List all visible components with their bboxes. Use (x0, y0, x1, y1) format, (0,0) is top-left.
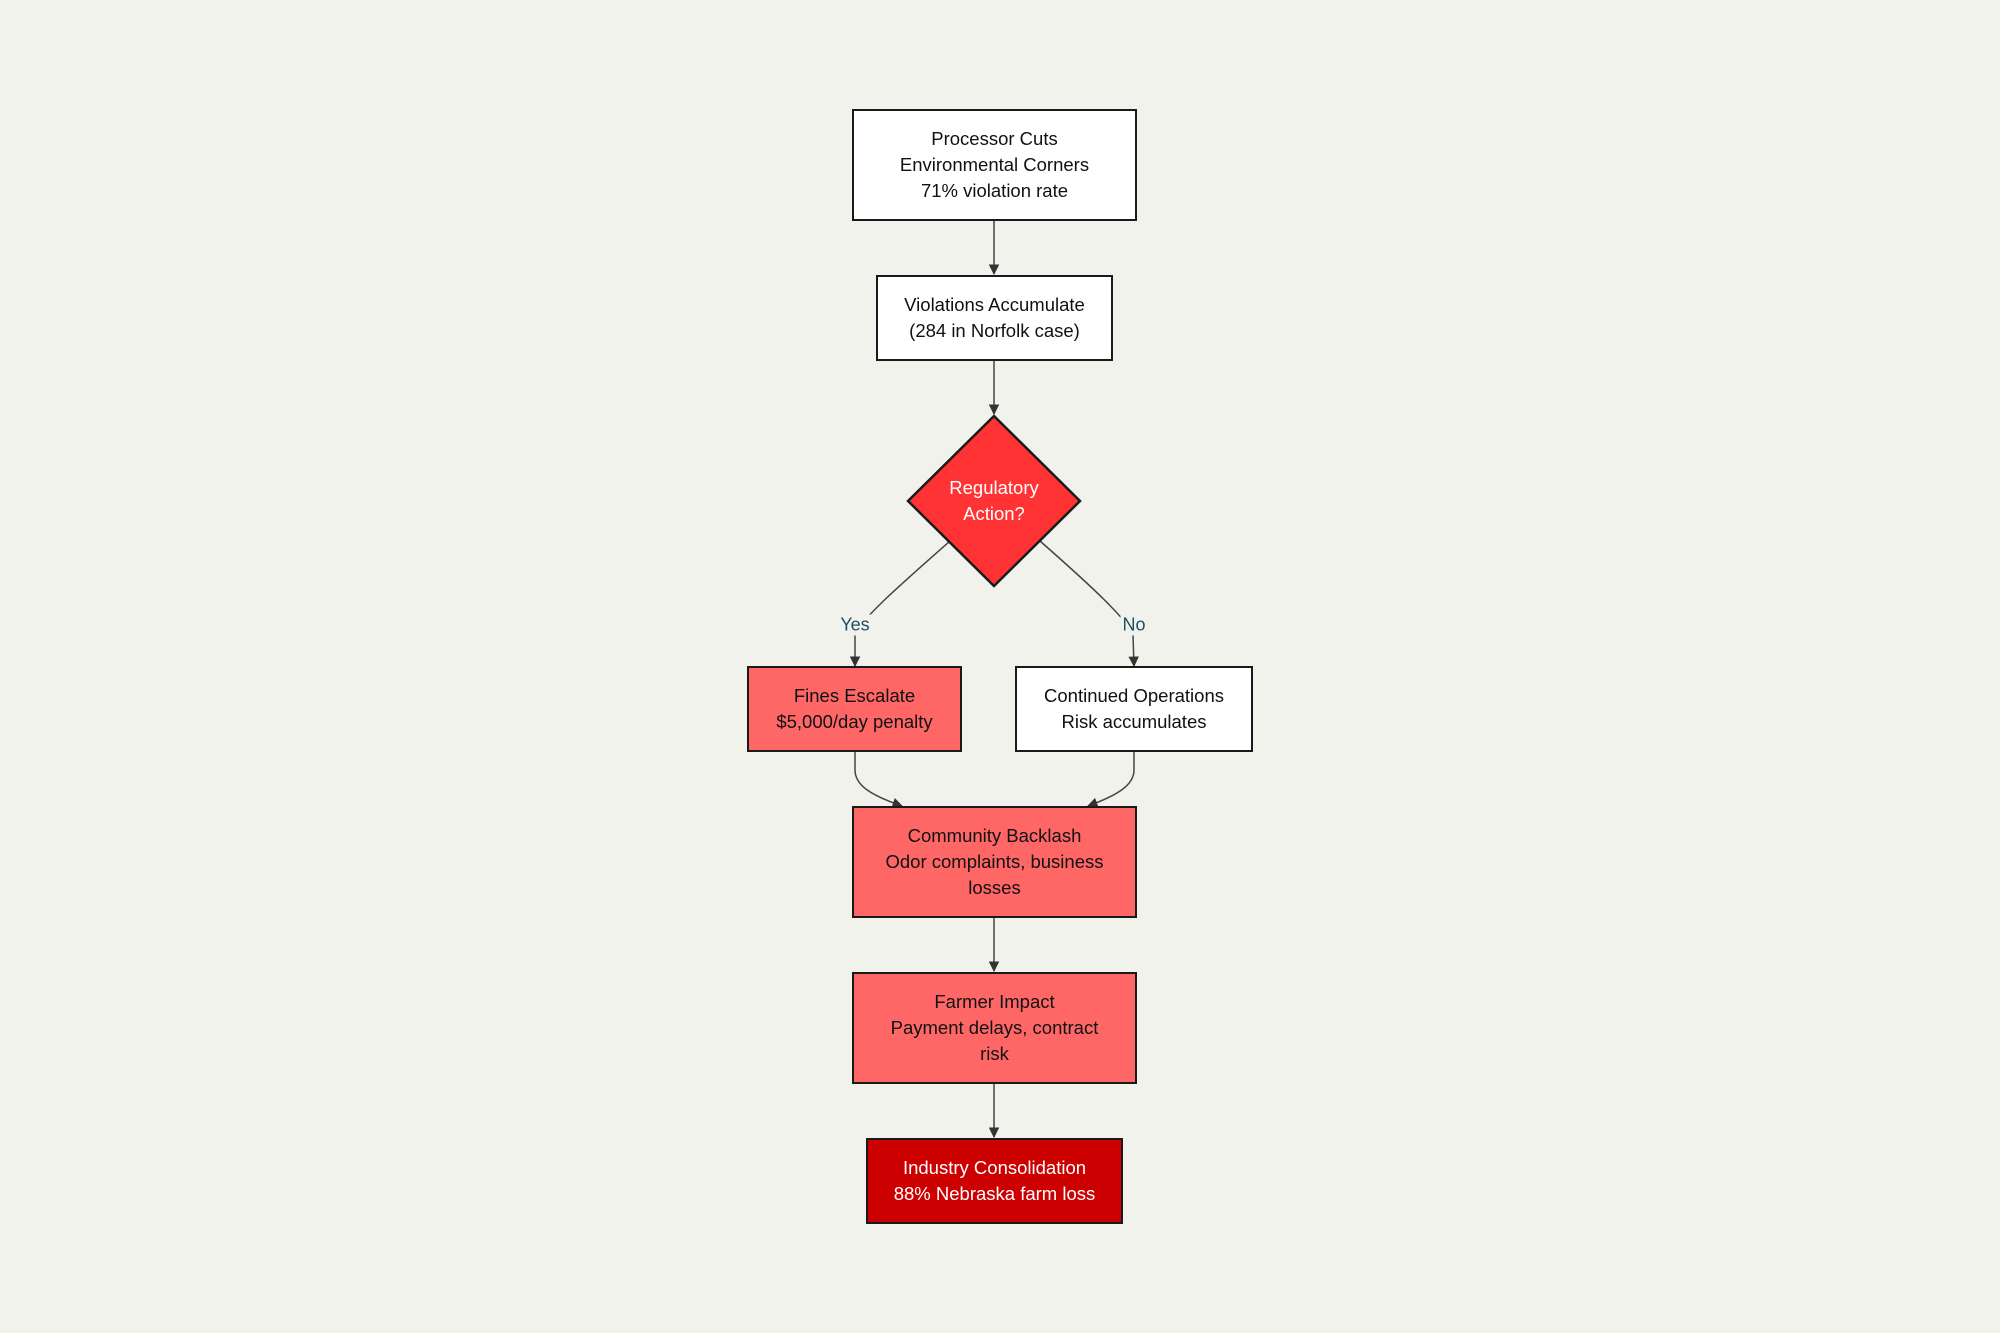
node-processor-cuts-line-3: 71% violation rate (920, 180, 1069, 201)
node-processor-cuts-line-2: Environmental Corners (899, 154, 1090, 175)
node-backlash-line-3: losses (968, 877, 1021, 898)
node-backlash-line-1: Community Backlash (907, 825, 1082, 846)
edge-regulatory-to-fines (849, 540, 951, 668)
node-regulatory-action: Regulatory Action? (924, 461, 1064, 541)
node-farmer-line-3: risk (980, 1043, 1009, 1064)
node-fines-escalate: Fines Escalate $5,000/day penalty (747, 666, 962, 752)
node-processor-cuts: Processor Cuts Environmental Corners 71%… (852, 109, 1137, 221)
node-continued-line-1: Continued Operations (1044, 685, 1224, 706)
node-violations-accumulate: Violations Accumulate (284 in Norfolk ca… (876, 275, 1113, 361)
node-regulatory-line-2: Action? (963, 503, 1025, 524)
node-continued-line-2: Risk accumulates (1061, 711, 1207, 732)
node-continued-operations: Continued Operations Risk accumulates (1015, 666, 1253, 752)
node-community-backlash: Community Backlash Odor complaints, busi… (852, 806, 1137, 918)
node-farmer-line-2: Payment delays, contract (890, 1017, 1099, 1038)
node-violations-line-2: (284 in Norfolk case) (909, 320, 1080, 341)
edge-regulatory-to-continued (1039, 540, 1139, 668)
node-farmer-impact: Farmer Impact Payment delays, contract r… (852, 972, 1137, 1084)
edge-fines-to-backlash (854, 752, 903, 808)
node-industry-consolidation: Industry Consolidation 88% Nebraska farm… (866, 1138, 1123, 1224)
node-consolidation-line-1: Industry Consolidation (902, 1157, 1087, 1178)
regulatory-diamond-shape (906, 414, 1082, 588)
edge-continued-to-backlash (1087, 752, 1135, 808)
edge-label-no: No (1120, 614, 1148, 636)
edge-label-yes: Yes (838, 614, 872, 636)
node-farmer-line-1: Farmer Impact (934, 991, 1055, 1012)
node-regulatory-line-1: Regulatory (949, 477, 1039, 498)
node-backlash-line-2: Odor complaints, business (885, 851, 1104, 872)
node-fines-line-1: Fines Escalate (793, 685, 916, 706)
node-violations-line-1: Violations Accumulate (904, 294, 1085, 315)
node-processor-cuts-line-1: Processor Cuts (931, 128, 1058, 149)
node-fines-line-2: $5,000/day penalty (776, 711, 933, 732)
node-consolidation-line-2: 88% Nebraska farm loss (893, 1183, 1096, 1204)
